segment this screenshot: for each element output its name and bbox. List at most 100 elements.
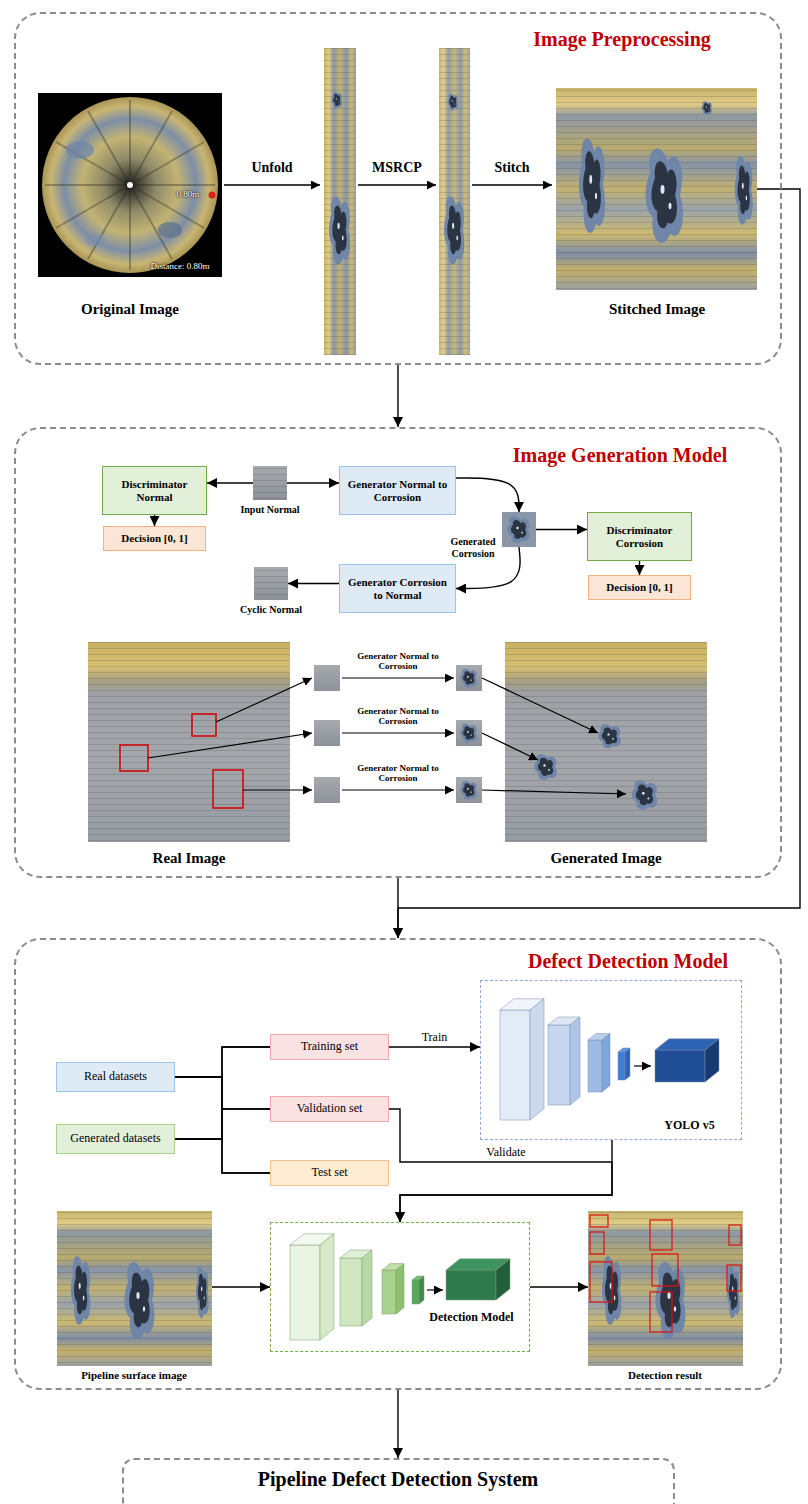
patch-image <box>314 665 340 691</box>
patch-image <box>507 516 529 543</box>
network-blocks <box>446 1270 496 1300</box>
pipe-photo <box>130 111 172 185</box>
network-blocks <box>500 1010 530 1120</box>
arrow-label: Generator Normal to Corrosion <box>342 706 454 727</box>
patch-image <box>253 466 287 500</box>
patch-image <box>456 720 482 746</box>
unfolded-strip <box>329 196 350 265</box>
box-label: Generator Normal to Corrosion <box>345 478 450 503</box>
patch-image <box>254 567 288 600</box>
unfolded-strip <box>444 196 464 265</box>
detection-photo <box>588 1211 743 1366</box>
pipe-photo <box>88 642 707 842</box>
pipe-photo <box>534 754 556 780</box>
process-arrow <box>224 184 320 186</box>
network-blocks <box>588 1040 602 1092</box>
pipe-photo <box>120 714 243 808</box>
patch-arrow <box>342 677 454 678</box>
patch-image <box>254 567 288 600</box>
pipe-photo <box>57 1211 212 1366</box>
model-label: Detection Model <box>412 1310 532 1325</box>
section-title: Image Generation Model <box>475 444 765 467</box>
system-box: Pipeline Defect Detection System <box>122 1458 675 1504</box>
pipe-photo <box>127 182 133 188</box>
image-caption: Generated Image <box>516 849 696 867</box>
detection-photo <box>727 1267 740 1318</box>
stitched-photo <box>646 148 683 242</box>
box-label: Generated datasets <box>70 1132 160 1146</box>
pipe-photo <box>66 141 94 159</box>
patch-image <box>314 665 482 803</box>
box-label: Generator Corrosion to Normal <box>345 576 450 601</box>
unfolded-strip <box>324 48 356 355</box>
image-caption: Detection result <box>590 1369 740 1382</box>
patch-image <box>460 669 476 688</box>
stitched-photo <box>556 88 757 290</box>
image-caption: Real Image <box>99 849 279 867</box>
network-blocks <box>655 1050 705 1082</box>
image-caption: Pipeline surface image <box>49 1369 219 1382</box>
overlay-text: Distance: 0.80m <box>138 261 222 271</box>
unfolded-strip <box>324 48 356 355</box>
system-label: Pipeline Defect Detection System <box>138 1468 658 1491</box>
stitched-photo <box>735 156 753 225</box>
discriminator-box: Discriminator Normal <box>102 466 207 515</box>
process-arrow <box>358 184 436 186</box>
pipe-photo <box>120 745 148 771</box>
detection-photo <box>590 1215 741 1332</box>
pipe-photo <box>213 770 243 808</box>
connector-arrow <box>154 515 155 526</box>
connector-arrow <box>398 189 800 938</box>
patch-image <box>460 724 476 743</box>
image-caption: Cyclic Normal <box>226 604 316 616</box>
network-blocks <box>705 1039 719 1082</box>
network-blocks <box>500 999 719 1120</box>
stitched-photo <box>556 88 757 290</box>
block-arrow <box>427 1066 651 1290</box>
overlay-text: 0.80m <box>166 189 210 199</box>
network-blocks <box>548 1025 570 1105</box>
patch-image <box>456 665 482 691</box>
block-arrow <box>427 1289 443 1290</box>
network-blocks <box>618 1052 625 1080</box>
patch-image <box>314 720 340 746</box>
pipe-photo <box>209 192 216 199</box>
patch-arrow <box>216 678 312 722</box>
connector-arrow <box>536 529 587 530</box>
pipe-photo <box>192 714 216 736</box>
block-arrow <box>634 1065 651 1066</box>
connector-arrow <box>287 482 339 483</box>
box-label: Test set <box>311 1166 347 1180</box>
split-box: Training set <box>270 1034 389 1060</box>
detection-photo <box>590 1262 612 1302</box>
section-title: Defect Detection Model <box>488 950 768 973</box>
connector-arrow <box>397 1390 398 1458</box>
section-title: Image Preprocessing <box>492 28 752 51</box>
patch-arrow <box>482 733 538 760</box>
pipe-photo <box>88 185 130 259</box>
pipe-photo <box>57 1211 212 1366</box>
patch-image <box>460 781 476 800</box>
model-label: YOLO v5 <box>645 1118 735 1133</box>
detection-photo <box>588 1211 743 1366</box>
arrow-label: Generator Normal to Corrosion <box>342 763 454 784</box>
network-blocks <box>290 1234 510 1340</box>
generator-box: Generator Normal to Corrosion <box>339 466 456 515</box>
arrow-label: Generator Normal to Corrosion <box>342 651 454 672</box>
dataset-box: Real datasets <box>56 1062 175 1092</box>
patch-arrow <box>482 790 626 794</box>
stitched-photo <box>556 88 757 290</box>
box-label: Discriminator Normal <box>108 478 201 503</box>
patch-image <box>502 512 536 547</box>
network-blocks <box>396 1264 404 1314</box>
pipe-photo <box>38 93 222 277</box>
connector-arrow <box>207 482 253 483</box>
edge-label: Validate <box>484 1145 527 1159</box>
pipe-photo <box>505 642 707 842</box>
detection-photo <box>656 1262 686 1339</box>
detection-photo <box>590 1232 604 1254</box>
discriminator-box: Discriminator Corrosion <box>587 512 692 561</box>
box-label: Training set <box>301 1040 358 1054</box>
network-blocks <box>340 1258 362 1326</box>
patch-image: Generated Corrosion <box>502 512 536 547</box>
